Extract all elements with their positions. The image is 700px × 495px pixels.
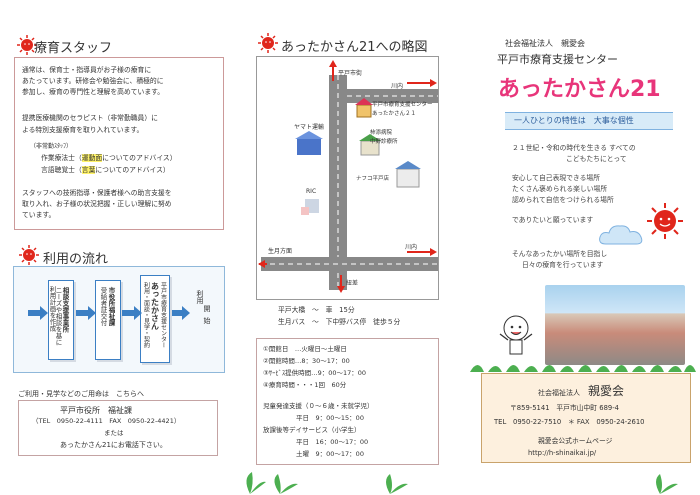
building-photo (545, 285, 685, 365)
sprouts-icon (246, 472, 678, 494)
flow-step-center: 平戸市療育支援センター あったかさん 利用・面談・見学・契約 (140, 275, 170, 363)
staff-box (14, 57, 224, 230)
hours-child-title: 児童発達支援（０～６歳・未就学児） (263, 402, 374, 410)
cover-msg-8: 日々の療育を行っています (522, 261, 604, 269)
access-bus: 生月バス ～ 下中野バス停 徒歩５分 (278, 318, 401, 326)
map-label-kusumoto: 紐差 (346, 280, 359, 287)
staff-ot: 作業療法士（運動面についてのアドバイス） (41, 154, 177, 162)
staff-heading: 療育スタッフ (34, 41, 113, 56)
map-label-clinic1: 柿添病院 (370, 130, 393, 136)
map-roads (258, 60, 438, 293)
flow-arrow-2 (76, 306, 96, 320)
cover-msg-6: でありたいと願っています (512, 216, 594, 224)
cover-msg-3: 安心して自己表現できる場所 (512, 174, 601, 182)
hours-weekday: 平日 16：00～17：00 (296, 438, 369, 446)
contact-tel: （TEL 0950-22-4111 FAX 0950-22-4421） (32, 417, 181, 425)
cover-msg-2: こどもたちにとって (566, 155, 627, 163)
cover-title: あったかさん21 (498, 77, 661, 102)
cover-msg-5: 認められて自信をつけられる場所 (512, 196, 614, 204)
sun-icon (258, 33, 278, 53)
staff-intro-3: 参加し、療育の専門性と理解を高めています。 (22, 88, 165, 96)
sun-icon (19, 245, 39, 265)
cover-msg-1: ２１世紀・令和の時代を生きる すべての (512, 144, 636, 152)
map-label-kawauchi-top: 川内 (391, 83, 404, 90)
map-label-kawauchi-mid: 川内 (405, 244, 418, 251)
staff-coop-2: よる特別支援療育を取り入れています。 (22, 126, 144, 134)
child-icon (499, 315, 533, 355)
staff-intro-1: 通常は、保育士・指導員がお子様の療育に (22, 66, 152, 74)
hours-item-1: ①開館日 …火曜日～土曜日 (263, 345, 347, 353)
map-label-ric: RIC (306, 188, 317, 195)
staff-coop-1: 提携医療機関のセラピスト（非常勤職員）に (22, 114, 158, 122)
flow-step-consult: 相談支援事業所 ニーズや相談を基に 利用計画を作成 (48, 280, 74, 360)
footer-tel: TEL 0950-22-7510 ＊ FAX 0950-24-2610 (494, 418, 645, 426)
staff-advice-1: スタッフへの技術指導・保護者様への助言支援を (22, 189, 172, 197)
sun-mascot-icon (647, 203, 683, 239)
flow-start-1: 利用 (196, 290, 204, 304)
map-label-clinic2: 中野診療所 (370, 139, 398, 145)
contact-or: または (104, 429, 124, 437)
catch-bar (505, 112, 673, 130)
hours-box (256, 338, 439, 465)
flow-arrow-3 (122, 306, 142, 320)
staff-intro-2: あたっています。研修会や勉強会に、積極的に (22, 77, 164, 85)
cover-corp: 社会福祉法人 親愛会 (505, 39, 585, 48)
hours-item-2: ②開館時間…8：30～17：00 (263, 357, 350, 365)
cover-catch: 一人ひとりの特性は 大事な個性 (514, 116, 634, 125)
access-car: 平戸大橋 ～ 車 15分 (278, 306, 355, 314)
footer-card (481, 373, 691, 463)
cover-msg-4: たくさん褒められる楽しい場所 (512, 185, 608, 193)
footer-corp: 社会福祉法人親愛会 (538, 384, 625, 398)
flow-heading: 利用の流れ (43, 252, 109, 267)
contact-alt: あったかさん21にお電話下さい。 (60, 441, 167, 449)
map-label-yamato: ヤマト運輸 (294, 124, 325, 131)
contact-office: 平戸市役所 福祉課 (60, 406, 132, 415)
sun-icon (17, 35, 37, 55)
hours-item-3: ③ｻｰﾋﾞｽ提供時間…9：00～17：00 (263, 369, 367, 377)
map-label-center: 平戸市療育支援センター (372, 102, 433, 108)
center-building-icon (355, 98, 373, 118)
hours-saturday: 土曜 9：00～17：00 (296, 450, 364, 458)
cloud-icon (599, 225, 643, 245)
contact-box (18, 400, 218, 456)
map-label-hirado: 平戸市街 (338, 70, 363, 77)
staff-advice-3: ています。 (22, 211, 56, 219)
footer-web-label: 親愛会公式ホームページ (538, 437, 613, 445)
hours-after-title: 放課後等デイサービス（小学生） (263, 426, 361, 434)
map-heading: あったかさん21への略図 (281, 40, 428, 55)
flow-step-cityhall: 市役所福祉課 受給者証交付 (95, 280, 121, 360)
hours-child-time: 平日 9：00～15：00 (296, 414, 364, 422)
flow-arrow-4 (172, 306, 190, 320)
footer-url[interactable]: http://h-shinaikai.jp/ (528, 449, 597, 457)
map-label-napco: ナフコ平戸店 (356, 176, 390, 182)
hours-item-4: ④療育時間・・・1回 60分 (263, 381, 347, 389)
cover-msg-7: そんなあったかい場所を目指し (512, 250, 608, 258)
staff-advice-2: 取り入れ、お子様の状況把握・正しい理解に努め (22, 200, 172, 208)
grass-icon (470, 365, 696, 372)
cover-center: 平戸市療育支援センター (497, 53, 618, 66)
map-label-ikitsuki: 生月方面 (268, 248, 293, 255)
staff-parttime: （非常勤ｽﾀｯﾌ） (30, 143, 73, 150)
map-label-center2: あったかさん２１ (372, 111, 417, 117)
footer-address: 〒859-5141 平戸市山中町 689-4 (510, 404, 620, 412)
flow-start-2: 開 (203, 305, 211, 312)
flow-arrow-1 (28, 306, 48, 320)
contact-lead: ご利用・見学などのご用命は こちらへ (18, 390, 144, 398)
staff-st: 言語聴覚士（言葉についてのアドバイス） (41, 166, 170, 174)
flow-start-3: 始 (203, 317, 211, 324)
